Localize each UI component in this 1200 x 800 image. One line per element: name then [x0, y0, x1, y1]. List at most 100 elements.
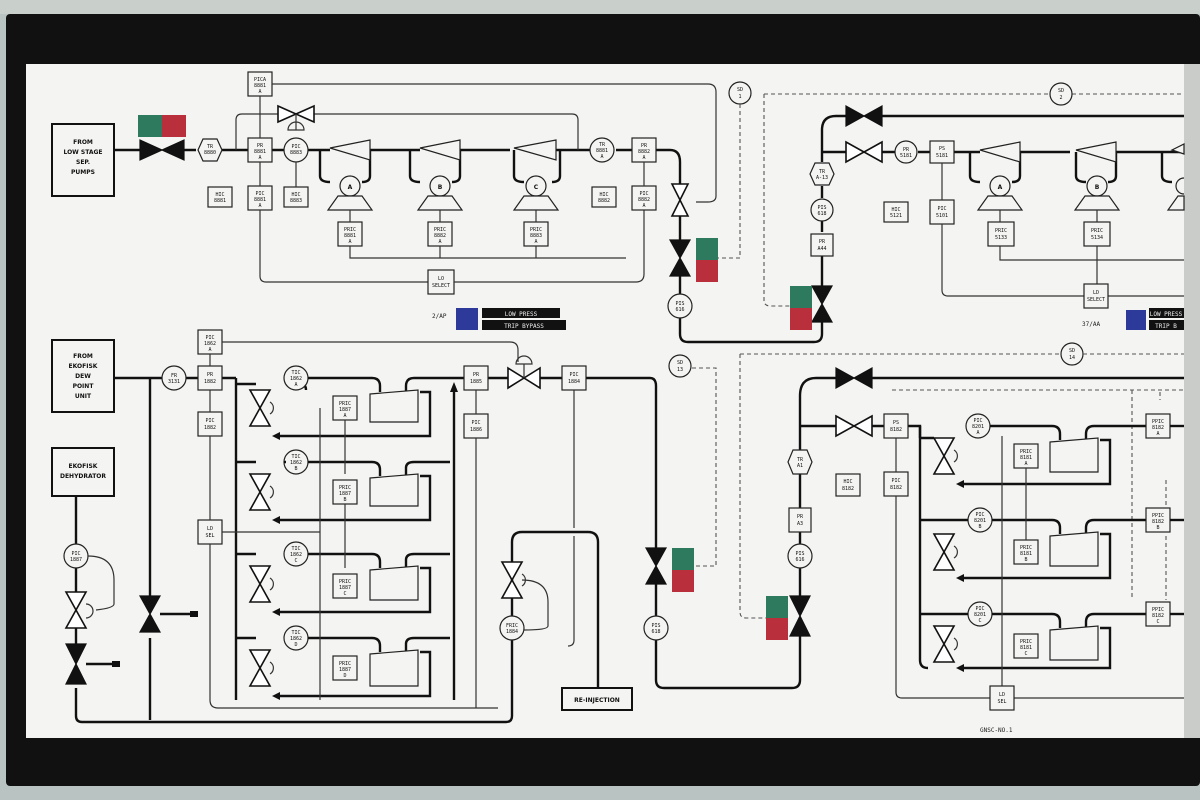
shutdown-signal-line — [692, 367, 717, 567]
tag-text: HIC — [891, 207, 900, 213]
dehydrator-shutoff-valve[interactable] — [138, 595, 162, 616]
green-lamp[interactable] — [138, 115, 162, 137]
control-valve-half — [248, 406, 272, 427]
tag-text: PIS — [795, 551, 804, 557]
bypass-button-blue[interactable] — [456, 308, 478, 330]
tag-text: PIS — [651, 623, 660, 629]
tag-text: 8881 — [254, 83, 266, 89]
feed-text: EKOFISK — [69, 463, 98, 470]
discharge-shutoff-valve[interactable] — [644, 547, 668, 568]
compressor[interactable] — [369, 565, 419, 601]
tag-tr-a1 — [787, 449, 813, 475]
compressor[interactable] — [369, 649, 419, 687]
control-valve-half — [248, 666, 272, 687]
tag-text: 8182 — [1152, 613, 1164, 619]
tag-pis616b — [787, 543, 813, 569]
control-valve[interactable] — [507, 366, 526, 390]
control-valve[interactable] — [277, 104, 298, 124]
stage-b: TIC 1862 B PRIC 1887 B — [236, 449, 450, 524]
shutoff-valve[interactable] — [139, 139, 164, 161]
red-lamp[interactable] — [766, 618, 788, 640]
control-valve-half — [932, 550, 956, 571]
signal-line — [272, 83, 717, 203]
tag-pric8181b — [1013, 539, 1039, 565]
pump-pipe — [408, 150, 462, 184]
control-valve[interactable] — [932, 437, 956, 458]
pump-train-ra: A PRIC 5133 — [968, 141, 1184, 261]
tag-text: FR — [171, 373, 178, 379]
control-valve[interactable] — [248, 565, 272, 586]
control-valve-half — [932, 642, 956, 663]
control-valve[interactable] — [835, 414, 856, 438]
tag-text: PS — [893, 420, 899, 426]
tag-text: HIC — [291, 192, 300, 198]
sd-indicator-14 — [1060, 342, 1084, 366]
tag-text: LO — [438, 276, 444, 282]
red-lamp[interactable] — [672, 570, 694, 592]
compressor[interactable] — [1049, 625, 1099, 661]
green-lamp[interactable] — [672, 548, 694, 570]
compressor[interactable] — [1049, 531, 1099, 567]
tag-text: TR — [797, 457, 804, 463]
tag-text: 1887 — [339, 491, 351, 497]
arrow-icon — [956, 574, 964, 582]
tag-text: 8883 — [290, 198, 302, 204]
control-valve[interactable] — [248, 649, 272, 670]
compressor[interactable] — [369, 473, 419, 507]
suction-shutoff-valve[interactable] — [789, 595, 811, 618]
compressor[interactable] — [369, 389, 419, 423]
red-lamp[interactable] — [162, 115, 186, 137]
tag-pic8881 — [247, 185, 273, 211]
control-valve[interactable] — [932, 625, 956, 646]
green-lamp[interactable] — [790, 286, 812, 308]
tag-text: PIC — [205, 418, 214, 424]
tag-text: A — [642, 155, 645, 161]
tag-text: 616 — [675, 307, 684, 313]
control-valve[interactable] — [500, 561, 524, 582]
suction-shutoff-valve[interactable] — [810, 285, 834, 306]
pump-pipe — [318, 150, 372, 184]
control-valve[interactable] — [248, 389, 272, 410]
bypass-button-blue[interactable] — [1126, 310, 1146, 330]
control-valve[interactable] — [845, 140, 866, 164]
tag-text: 8883 — [290, 150, 302, 156]
sd-text: 2 — [1059, 95, 1062, 101]
tag-text: 1886 — [470, 427, 482, 433]
control-valve[interactable] — [64, 591, 88, 612]
shutoff-valve-half — [160, 139, 185, 161]
tag-pric5133 — [987, 221, 1015, 247]
tag-ld-sel-3 — [197, 519, 223, 545]
tag-text: PIC — [71, 551, 80, 557]
tag-text: SEL — [997, 699, 1006, 705]
tag-text: PR — [797, 514, 804, 520]
tag-text: B — [1156, 525, 1159, 531]
control-valve-half — [522, 366, 541, 390]
tag-hic8882 — [591, 186, 617, 208]
signal-line — [999, 210, 1184, 261]
arrow-icon — [272, 692, 280, 700]
discharge-pipe — [654, 584, 802, 690]
compressor-symbol — [419, 139, 461, 161]
green-lamp[interactable] — [696, 238, 718, 260]
control-valve[interactable] — [932, 533, 956, 554]
discharge-shutoff-valve[interactable] — [668, 239, 692, 260]
tag-text: 8882 — [638, 149, 650, 155]
tag-text: A — [348, 239, 351, 245]
compressor[interactable] — [1049, 437, 1099, 473]
tag-text: SELECT — [1087, 297, 1105, 303]
shutoff-valve[interactable] — [65, 643, 87, 666]
shutoff-valve[interactable] — [845, 104, 866, 128]
tag-text: 8182 — [890, 427, 902, 433]
pump-base — [416, 195, 464, 211]
pump-base — [1166, 195, 1185, 211]
shutoff-valve[interactable] — [835, 366, 856, 390]
control-valve[interactable] — [248, 473, 272, 494]
red-lamp[interactable] — [790, 308, 812, 330]
top-left-section: FROM LOW STAGE SEP. PUMPS TR 8880 PR 888… — [51, 71, 824, 344]
tag-text: A — [1156, 431, 1159, 437]
red-lamp[interactable] — [696, 260, 718, 282]
discharge-control-valve[interactable] — [670, 183, 690, 202]
tag-tr8880 — [197, 138, 223, 162]
green-lamp[interactable] — [766, 596, 788, 618]
tag-text: A — [208, 347, 211, 353]
